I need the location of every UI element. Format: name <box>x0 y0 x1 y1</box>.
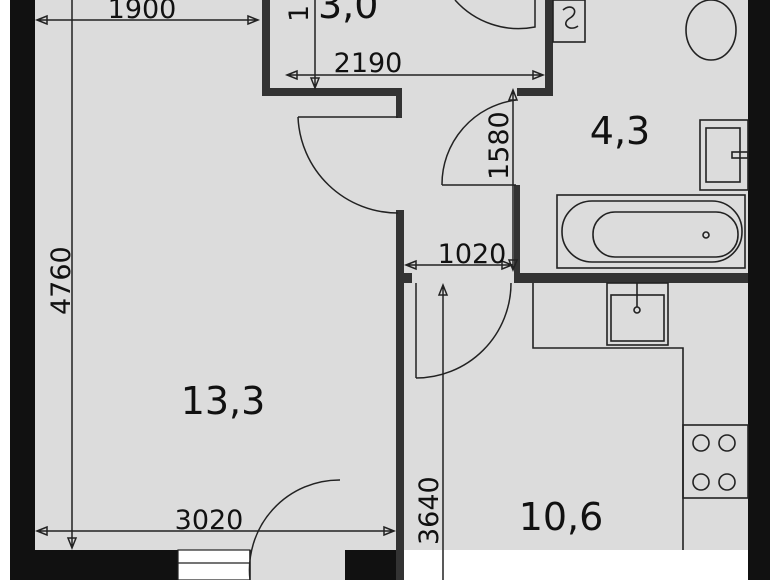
closet-wall-stub <box>517 88 553 96</box>
closet-door-arc <box>454 0 536 30</box>
living-kitchen-wall <box>396 210 404 580</box>
closet-jamb <box>396 88 402 118</box>
bathtub <box>556 194 746 269</box>
bathroom-sink <box>699 119 749 191</box>
bathroom-wall-left <box>514 185 520 283</box>
door-swing-living <box>297 116 399 214</box>
outer-wall-bottom-left <box>35 550 178 580</box>
window <box>177 549 251 580</box>
dimension-closet-height: 1 <box>284 5 315 22</box>
dimension-closet-width: 2190 <box>334 48 403 79</box>
door-swing-balcony <box>248 479 341 580</box>
dimension-top-left-width: 1900 <box>108 0 177 25</box>
area-kitchen: 10,6 <box>519 495 604 539</box>
area-living-room: 13,3 <box>181 379 266 423</box>
kitchen-sink <box>606 282 669 346</box>
dimension-lines <box>34 0 546 580</box>
dimension-corridor-width: 1020 <box>438 239 507 270</box>
area-closet: 3,0 <box>318 0 378 27</box>
door-swing-bathroom <box>441 99 517 186</box>
door-swing-kitchen <box>415 282 512 379</box>
dimension-kitchen-length: 3640 <box>414 476 445 545</box>
dimension-living-length: 4760 <box>46 246 77 315</box>
stove <box>682 424 749 499</box>
dimension-bathroom-depth: 1580 <box>484 111 515 180</box>
door-jamb <box>404 273 412 283</box>
area-bathroom: 4,3 <box>590 109 650 153</box>
closet-wall-right <box>545 0 553 96</box>
outer-wall-bottom-mid <box>345 550 400 580</box>
dimension-living-width: 3020 <box>175 505 244 536</box>
bathroom-wall-bottom <box>514 273 748 283</box>
outer-wall-left <box>10 0 35 580</box>
washing-machine <box>552 0 586 43</box>
closet-wall-left <box>262 0 270 96</box>
outer-wall-right <box>748 0 770 580</box>
closet-wall-bottom <box>262 88 402 96</box>
toilet <box>685 0 737 61</box>
